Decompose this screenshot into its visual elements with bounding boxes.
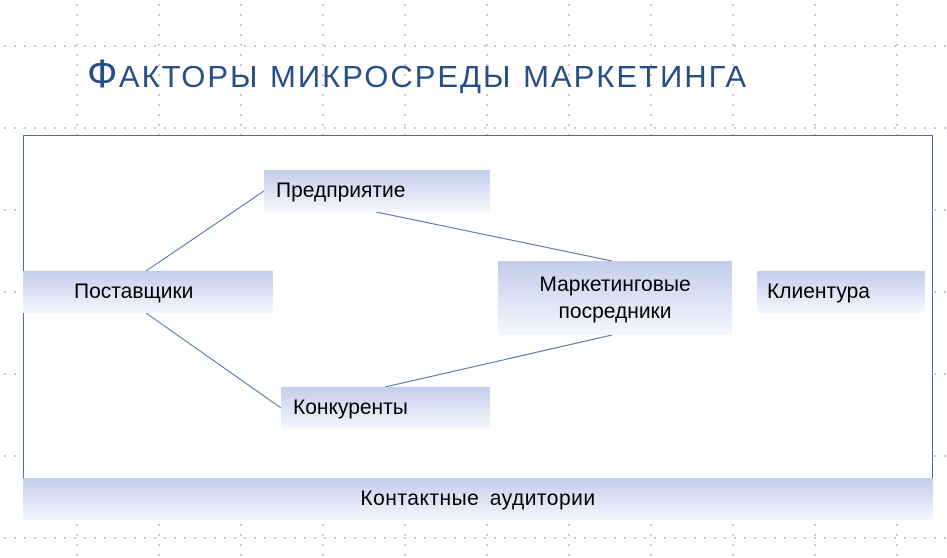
node-intermediaries-label-line2: посредники [558, 300, 672, 323]
node-suppliers-label: Поставщики [74, 280, 194, 303]
node-clients: Клиентура [757, 271, 925, 313]
node-contact-audiences: Контактные аудитории [23, 478, 933, 520]
connector-enterprise-intermediaries [375, 211, 613, 262]
node-enterprise-label: Предприятие [276, 179, 406, 202]
node-competitors: Конкуренты [281, 387, 490, 429]
node-intermediaries-label-line1: Маркетинговые [539, 273, 691, 296]
node-suppliers: Поставщики [23, 271, 273, 313]
node-enterprise: Предприятие [264, 170, 490, 212]
node-competitors-label: Конкуренты [293, 396, 408, 419]
connector-suppliers-competitors [145, 312, 282, 409]
slide-title-rest: акторы микросреды маркетинга [118, 59, 749, 94]
node-marketing-intermediaries: Маркетинговые посредники [498, 261, 732, 335]
node-contact-audiences-label: Контактные аудитории [360, 487, 596, 510]
slide-title-initial: Ф [87, 52, 119, 96]
node-clients-label: Клиентура [767, 280, 870, 303]
connector-competitors-intermediaries [384, 334, 613, 388]
connector-suppliers-enterprise [145, 190, 265, 272]
slide-title: Факторы микросреды маркетинга [87, 52, 748, 97]
